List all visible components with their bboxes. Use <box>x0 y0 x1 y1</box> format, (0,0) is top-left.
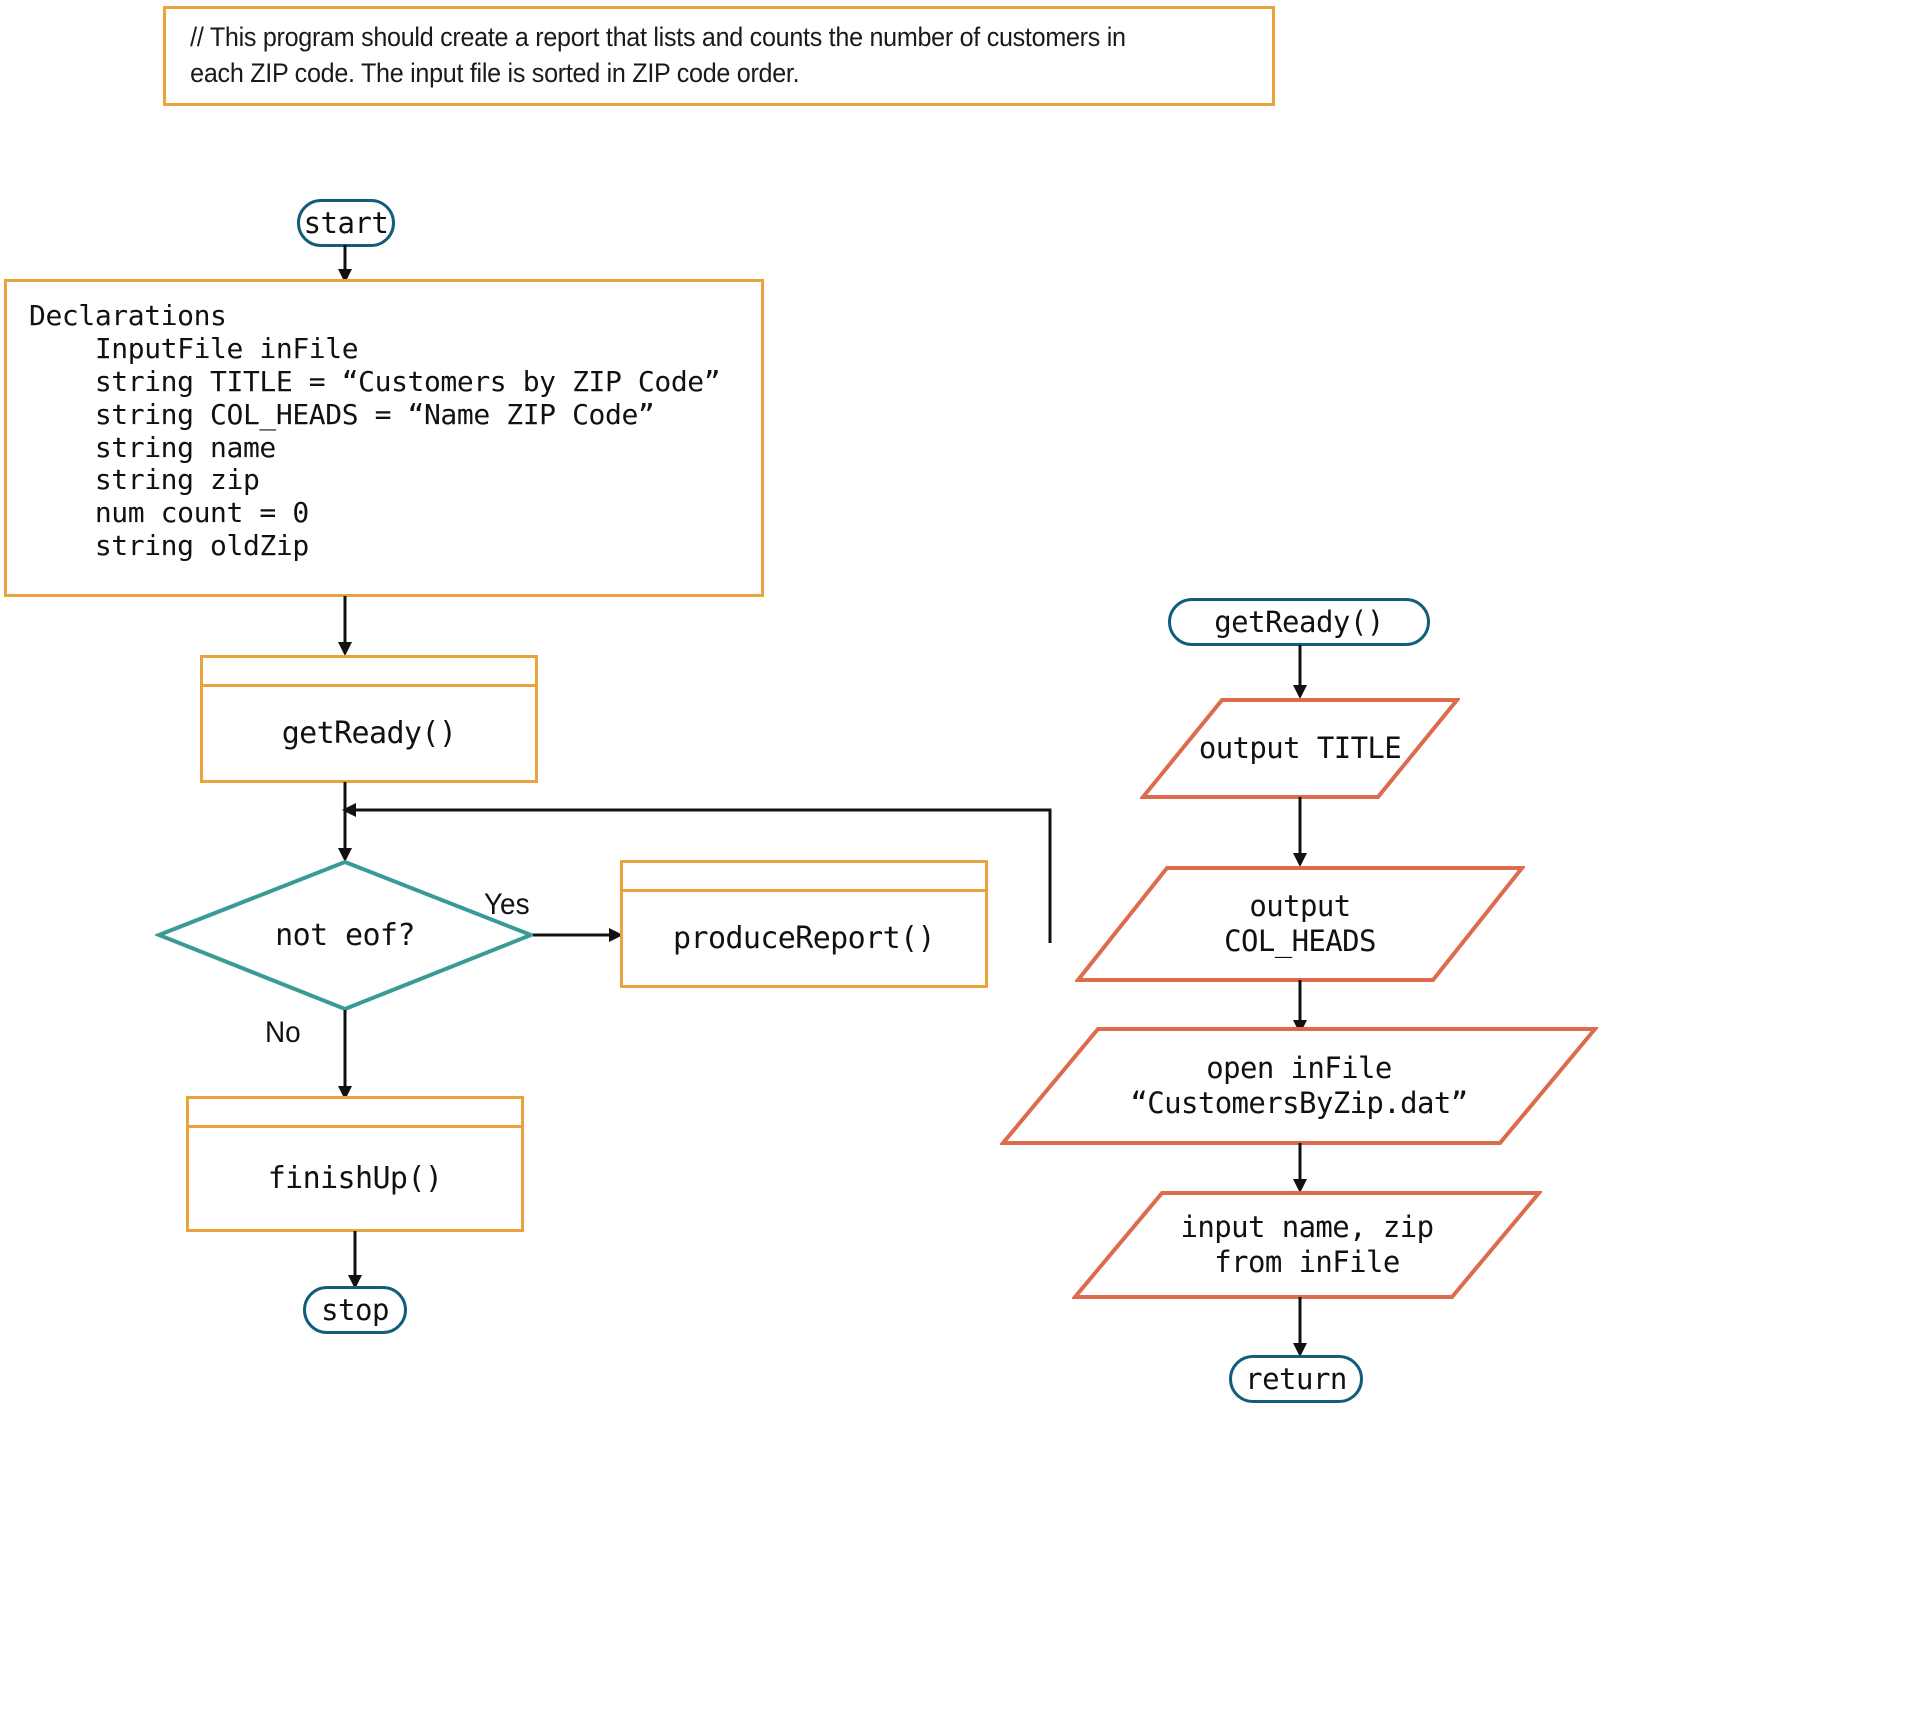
terminal-stop-label: stop <box>321 1293 389 1327</box>
connector-finishup-to-stop <box>340 1231 370 1291</box>
terminal-return-label: return <box>1245 1362 1347 1396</box>
io-output-colheads-label: output COL_HEADS <box>1224 888 1376 958</box>
io-input-name-zip-label: input name, zip from inFile <box>1180 1209 1435 1279</box>
decision-not-eof[interactable]: not eof? <box>155 858 535 1013</box>
module-getready-header-bar <box>203 658 535 687</box>
branch-label-yes: Yes <box>484 888 530 921</box>
connector-declarations-to-getready <box>330 596 360 658</box>
module-finishup[interactable]: finishUp() <box>186 1096 524 1232</box>
terminal-getready-entry[interactable]: getReady() <box>1168 598 1430 646</box>
terminal-stop[interactable]: stop <box>303 1286 407 1334</box>
module-getready[interactable]: getReady() <box>200 655 538 783</box>
decision-not-eof-label: not eof? <box>275 918 415 953</box>
connector-title-to-colheads <box>1285 797 1315 869</box>
connector-decision-no-to-finishup <box>330 1010 360 1102</box>
connector-getready-to-decision <box>330 782 360 864</box>
io-output-colheads[interactable]: output COL_HEADS <box>1075 865 1525 983</box>
terminal-start[interactable]: start <box>297 199 395 247</box>
connector-start-to-declarations <box>330 245 360 285</box>
connector-getready-to-output-title <box>1285 645 1315 701</box>
module-producereport[interactable]: produceReport() <box>620 860 988 988</box>
io-input-name-zip[interactable]: input name, zip from inFile <box>1072 1190 1542 1300</box>
io-open-infile[interactable]: open inFile “CustomersByZip.dat” <box>1000 1026 1598 1146</box>
declarations-box: Declarations InputFile inFile string TIT… <box>4 279 764 597</box>
io-output-title-label: output TITLE <box>1198 730 1402 765</box>
module-finishup-header-bar <box>189 1099 521 1128</box>
io-output-title[interactable]: output TITLE <box>1140 697 1460 800</box>
module-getready-label: getReady() <box>281 716 457 751</box>
io-open-infile-label: open inFile “CustomersByZip.dat” <box>1130 1050 1468 1120</box>
connector-decision-yes-to-producereport <box>533 920 625 950</box>
branch-label-no: No <box>265 1016 301 1049</box>
program-comment-text: // This program should create a report t… <box>190 22 1126 88</box>
module-finishup-label: finishUp() <box>267 1161 443 1196</box>
module-producereport-header-bar <box>623 863 985 892</box>
terminal-start-label: start <box>303 206 389 240</box>
connector-loopback-to-decision <box>330 795 1060 955</box>
program-comment-box: // This program should create a report t… <box>163 6 1275 106</box>
terminal-return[interactable]: return <box>1229 1355 1363 1403</box>
declarations-text: Declarations InputFile inFile string TIT… <box>29 299 721 563</box>
terminal-getready-entry-label: getReady() <box>1214 605 1384 639</box>
connector-input-to-return <box>1285 1297 1315 1359</box>
module-producereport-label: produceReport() <box>673 921 936 956</box>
connector-openfile-to-input <box>1285 1143 1315 1195</box>
